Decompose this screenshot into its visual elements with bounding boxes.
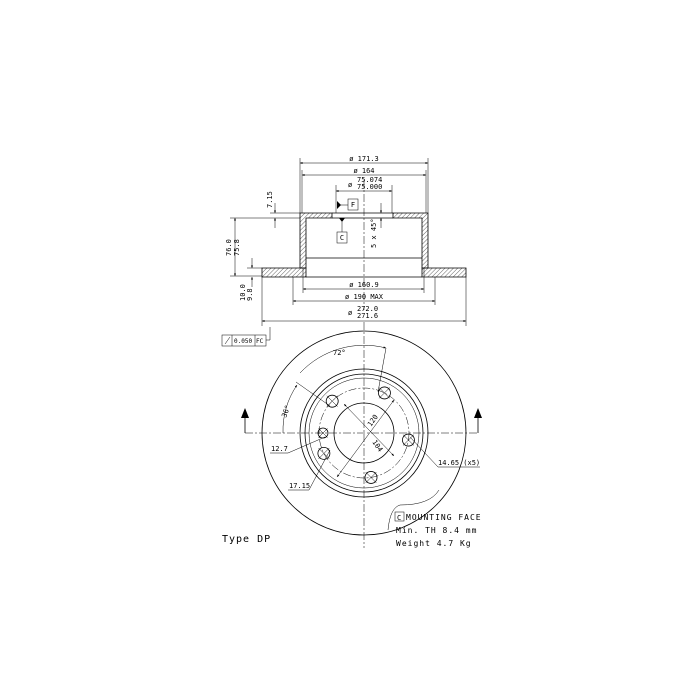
weight: Weight 4.7 Kg <box>396 539 472 548</box>
dim-outer-hat: ø 171.3 <box>349 155 379 163</box>
datum-c-marker: C <box>336 218 348 244</box>
tolerance-datums: FC <box>256 338 264 345</box>
datum-f-marker: F <box>337 198 359 211</box>
dim-height-max: 76.0 <box>225 239 233 256</box>
dimension-lines <box>234 162 466 322</box>
dim-inner-diameter: ø 160.9 <box>349 281 379 289</box>
runout-icon <box>224 336 231 345</box>
chamfer-note: 5 x 45° <box>370 218 378 248</box>
bolt-hole-4 <box>317 447 331 460</box>
dim-17-15-leader <box>288 449 331 491</box>
dim-inner-hat: ø 164 <box>353 167 374 175</box>
hat-top-right <box>392 212 429 269</box>
angle-72-arc <box>299 344 387 374</box>
disc-flange-left <box>261 267 307 278</box>
type-label: Type DP <box>222 534 271 545</box>
dim-120: 120 <box>366 413 380 428</box>
hat-top-left <box>299 212 333 269</box>
min-thickness: Min. TH 8.4 mm <box>396 526 477 535</box>
bolt-hole-1-cross <box>378 387 391 399</box>
dim-bolt-holes: 14.65 (x5) <box>438 459 480 467</box>
angle-36: 36° <box>280 404 292 419</box>
dim-bore-symbol: ø <box>348 181 353 189</box>
bolt-hole-2 <box>402 433 415 447</box>
disc-flange-right <box>421 267 467 278</box>
pilot-hole-leader <box>270 436 326 454</box>
section-arrow-right-icon <box>474 408 482 418</box>
datum-c-box <box>336 231 348 244</box>
dim-pilot-hole: 12.7 <box>271 445 288 453</box>
dim-17-15: 17.15 <box>289 482 310 490</box>
dim-thickness-max: 10.0 <box>239 284 247 301</box>
break-line <box>387 489 440 531</box>
mounting-face-datum: C <box>397 514 401 522</box>
dim-outer-symbol: ø <box>348 309 353 317</box>
section-view: ø 171.3 ø 164 ø 75.074 75.000 7.15 F C 5… <box>225 155 467 326</box>
notes: C MOUNTING FACE Min. TH 8.4 mm Weight 4.… <box>222 511 482 548</box>
section-arrow-left-icon <box>241 408 249 418</box>
bolt-hole-leader <box>409 436 480 468</box>
dim-friction-max: ø 190 MAX <box>345 293 384 301</box>
tolerance-value: 0.050 <box>234 338 252 345</box>
dim-bore-max: 75.074 <box>357 176 382 184</box>
datum-f-box <box>347 198 359 211</box>
datum-c: C <box>340 234 344 242</box>
dim-104: 104 <box>370 439 384 454</box>
datum-f: F <box>351 201 355 209</box>
dim-outer-min: 271.6 <box>357 312 378 320</box>
angle-36-arc <box>282 384 298 434</box>
runout-tolerance-frame: 0.050 FC <box>221 327 271 347</box>
mounting-face-datum-box <box>394 511 405 522</box>
dim-hat-depth: 7.15 <box>266 191 274 208</box>
dim-outer-max: 272.0 <box>357 305 378 313</box>
dim-height-min: 75.8 <box>233 239 241 256</box>
bolt-holes <box>317 386 415 484</box>
mounting-face-label: MOUNTING FACE <box>406 513 482 522</box>
bolt-hole-4-cross <box>318 447 330 459</box>
dim-bore-min: 75.000 <box>357 183 382 191</box>
bolt-hole-1 <box>378 386 391 400</box>
dim-thickness-min: 9.8 <box>246 288 254 301</box>
angle-72: 72° <box>333 349 346 357</box>
pilot-hole-cross <box>318 428 328 438</box>
bolt-hole-2-cross <box>402 434 415 446</box>
